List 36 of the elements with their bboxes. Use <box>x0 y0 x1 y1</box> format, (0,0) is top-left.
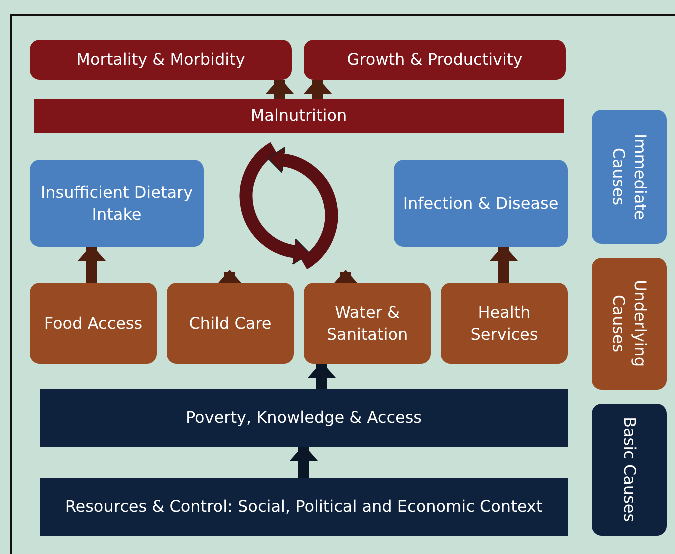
cause-label: Insufficient Dietary Intake <box>40 182 194 226</box>
cause-label: Mortality & Morbidity <box>76 49 246 71</box>
cause-box <box>441 283 568 364</box>
cause-label: Resources & Control: Social, Political and Economic Context <box>65 496 543 518</box>
cause-label: Child Care <box>189 312 272 334</box>
arrow <box>304 78 332 99</box>
arrow <box>290 445 318 478</box>
level-label-box <box>592 258 667 390</box>
arrow <box>490 245 518 283</box>
cause-label: Food Access <box>44 312 143 334</box>
arrow <box>332 270 360 286</box>
cause-box <box>30 283 157 364</box>
cause-label: Health Services <box>470 302 540 346</box>
arrow <box>78 245 106 283</box>
arrow <box>216 270 244 286</box>
level-label: Underlying Causes <box>608 279 652 370</box>
cause-label: Infection & Disease <box>403 192 559 214</box>
cause-box <box>30 160 204 247</box>
cause-label: Malnutrition <box>250 105 348 127</box>
cause-label: Growth & Productivity <box>347 49 523 71</box>
level-label-box <box>592 110 667 244</box>
level-label: Basic Causes <box>619 417 640 523</box>
arrow <box>266 78 294 99</box>
cause-band <box>34 99 564 133</box>
level-label-box <box>592 404 667 536</box>
cause-box <box>167 283 294 364</box>
cause-box <box>394 160 568 247</box>
cause-label: Water & Sanitation <box>326 302 410 346</box>
arrow <box>308 362 336 389</box>
cause-box <box>304 283 431 364</box>
cause-band <box>40 389 568 447</box>
level-label: Immediate Causes <box>608 132 652 222</box>
cause-box <box>30 40 292 80</box>
cause-label: Poverty, Knowledge & Access <box>186 407 422 429</box>
cause-band <box>40 478 568 536</box>
cause-box <box>304 40 566 80</box>
